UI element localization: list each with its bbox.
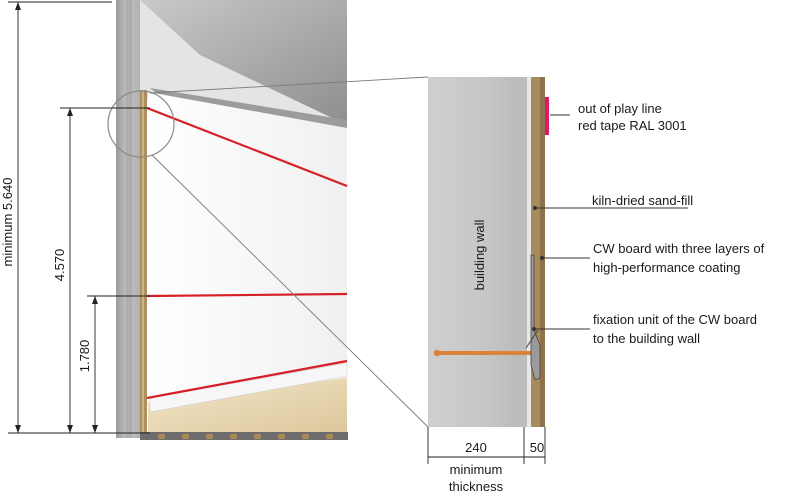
- fixation-bracket: [530, 254, 541, 381]
- building-wall-section: [116, 0, 140, 438]
- cw-board-label-line1: CW board with three layers of: [593, 241, 765, 256]
- building-wall-block: [428, 77, 527, 427]
- out-of-play-label-line2: red tape RAL 3001: [578, 118, 687, 133]
- service-line-red: [146, 292, 348, 298]
- fixation-rod: [436, 351, 534, 355]
- leader-dot: [539, 255, 545, 261]
- tin-line-red: [146, 359, 348, 400]
- arrow: [15, 425, 21, 433]
- tin-front: [149, 362, 348, 413]
- fixation-label-line2: to the building wall: [593, 331, 700, 346]
- floor-joists: [158, 434, 333, 439]
- floor-joist: [182, 434, 189, 439]
- dim-total-height-label: minimum 5.640: [0, 178, 15, 267]
- floor-joist: [206, 434, 213, 439]
- arrow: [67, 108, 73, 116]
- cw-board-highlight: [142, 90, 144, 438]
- floor-joist: [278, 434, 285, 439]
- detail-magnifier-circle: [107, 90, 175, 158]
- cw-board-label-line2: high-performance coating: [593, 260, 740, 275]
- arrow: [92, 425, 98, 433]
- ceiling-slope: [140, 0, 347, 125]
- height-dimensions: [8, 1, 150, 434]
- floor-joist: [230, 434, 237, 439]
- out-of-play-label-line1: out of play line: [578, 101, 662, 116]
- fixation-unit: [433, 254, 541, 381]
- fixation-label-line1: fixation unit of the CW board: [593, 312, 757, 327]
- detail-section: building wall: [428, 77, 549, 427]
- thickness-note-line2: thickness: [449, 479, 504, 494]
- thickness-dimensions: [427, 427, 546, 464]
- out-line-red: [146, 106, 348, 188]
- floor-base: [140, 432, 348, 440]
- leader-dot: [532, 205, 538, 211]
- thickness-note-line1: minimum: [450, 462, 503, 477]
- sand-fill-layer: [531, 77, 540, 427]
- projection-line-upper: [149, 76, 429, 94]
- projection-line-lower: [151, 154, 429, 428]
- floor-joist: [254, 434, 261, 439]
- floor-joist: [302, 434, 309, 439]
- projection-lines: [149, 76, 429, 428]
- dim-out-line-height-label: 4.570: [52, 249, 67, 282]
- arrow: [15, 2, 21, 10]
- court-floor: [148, 378, 347, 433]
- building-wall-inner-edge: [521, 77, 527, 427]
- fixation-rod-end: [433, 349, 441, 357]
- sand-fill-label: kiln-dried sand-fill: [592, 193, 693, 208]
- leader-lines: [531, 114, 688, 332]
- front-wall-plane: [148, 92, 347, 402]
- air-gap: [527, 77, 531, 427]
- arrow: [67, 425, 73, 433]
- dim-service-line-height-label: 1.780: [77, 340, 92, 373]
- building-wall-label: building wall: [472, 219, 487, 290]
- red-tape-marker: [545, 97, 549, 135]
- board-thickness-label: 50: [530, 440, 544, 455]
- cw-board-layer: [540, 77, 545, 427]
- wall-thickness-label: 240: [465, 440, 487, 455]
- wall-edge-dark: [126, 0, 132, 438]
- leader-dot: [531, 326, 537, 332]
- floor-joist: [158, 434, 165, 439]
- arrow: [92, 296, 98, 304]
- court-perspective-view: [107, 0, 348, 440]
- floor-joist: [326, 434, 333, 439]
- fixation-bracket-line: [525, 329, 539, 349]
